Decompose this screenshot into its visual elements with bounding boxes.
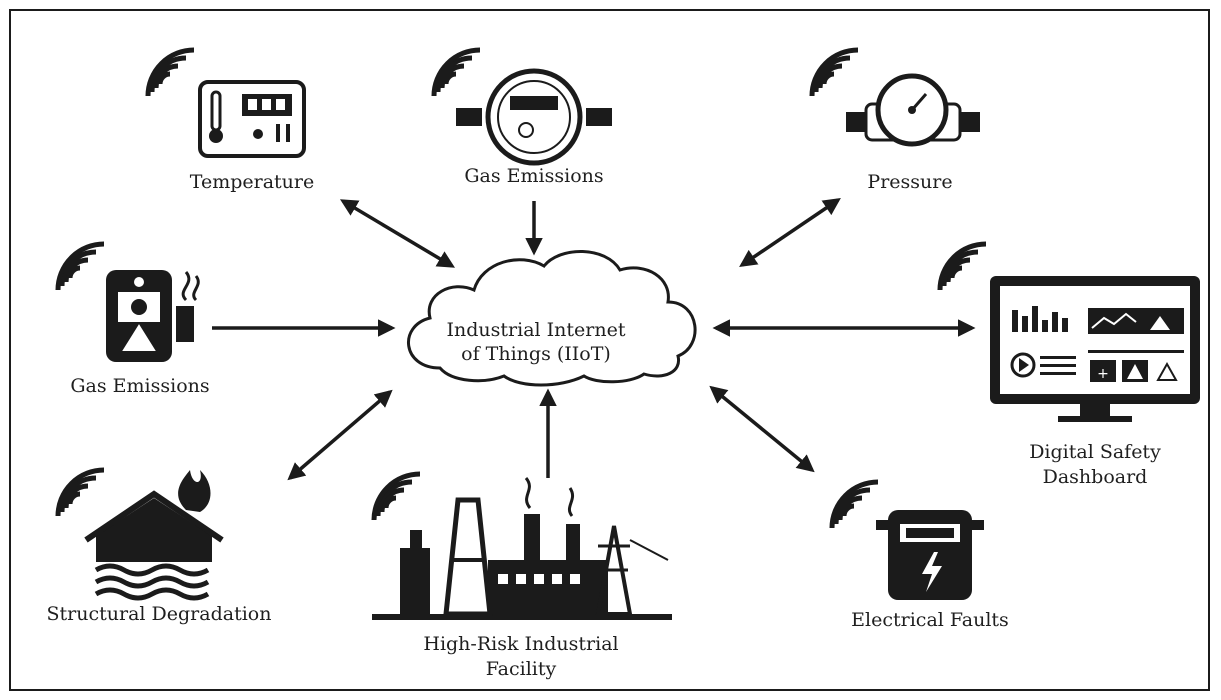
facility-label-line2: Facility [485, 658, 557, 680]
wifi-icon [58, 458, 104, 516]
facility-label-line1: High-Risk Industrial [423, 633, 619, 655]
hub-label-line2: of Things (IIoT) [461, 343, 611, 365]
arrow-temperature [339, 199, 456, 268]
temperature-label: Temperature [189, 171, 315, 193]
hub-label-line1: Industrial Internet [446, 319, 626, 341]
wifi-icon [832, 470, 878, 528]
pressure-label: Pressure [867, 171, 953, 193]
arrow-structural [287, 389, 393, 481]
thermometer-panel-icon [198, 80, 306, 158]
electrical-faults-label: Electrical Faults [851, 609, 1009, 631]
wifi-icon [434, 38, 480, 96]
svg-text:+: + [1097, 366, 1109, 382]
wifi-icon [812, 38, 858, 96]
electric-meter-icon [876, 510, 984, 600]
connection-arrows [212, 198, 976, 481]
gas-detector-icon [106, 270, 200, 362]
structural-degradation-label: Structural Degradation [46, 603, 272, 625]
dashboard-label-line1: Digital Safety [1029, 441, 1161, 463]
cloud-icon [407, 250, 697, 387]
dashboard-label-line2: Dashboard [1042, 466, 1148, 488]
gas-emissions-top-label: Gas Emissions [464, 165, 604, 187]
arrow-pressure [739, 198, 841, 267]
factory-icon [372, 477, 672, 620]
wifi-icon [58, 232, 104, 290]
gas-meter-icon [456, 68, 612, 166]
wifi-icon [940, 232, 986, 290]
burning-house-icon [84, 470, 224, 601]
wifi-icon [374, 462, 420, 520]
wifi-icon [148, 38, 194, 96]
arrow-electrical [709, 385, 815, 473]
pressure-gauge-icon [846, 73, 980, 147]
dashboard-monitor-icon: + [990, 276, 1200, 422]
gas-emissions-left-label: Gas Emissions [70, 375, 210, 397]
frame-border [9, 9, 1210, 691]
